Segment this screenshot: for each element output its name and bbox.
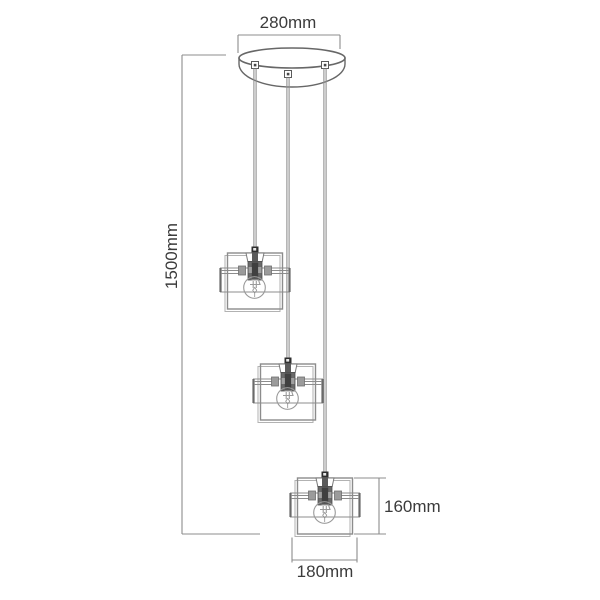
dimension-label-canopy-width: 280mm xyxy=(260,13,317,32)
pendant-shade-top xyxy=(219,245,291,313)
canopy-grip-right-dot xyxy=(323,63,327,67)
ceiling-canopy xyxy=(238,47,346,88)
canopy-grip-center-dot xyxy=(286,72,290,76)
canopy-bottom-rim xyxy=(238,63,346,88)
dimension-shade-width: 180mm xyxy=(291,537,358,581)
dimension-label-shade-width: 180mm xyxy=(297,562,354,581)
pendant-cord-left xyxy=(253,68,257,247)
pendant-cord-center xyxy=(286,77,290,358)
pendant-cord-right xyxy=(323,68,327,472)
dimension-shade-height: 160mm xyxy=(354,477,441,535)
pendant-shade-middle xyxy=(252,356,324,424)
dimension-label-shade-height: 160mm xyxy=(384,497,441,516)
pendant-shade-bottom xyxy=(289,470,361,538)
dimension-canopy-width: 280mm xyxy=(237,13,341,53)
dimension-overall-drop: 1500mm xyxy=(162,54,260,535)
canopy-top-plate xyxy=(238,47,346,69)
dimension-label-overall-drop: 1500mm xyxy=(162,223,181,289)
canopy-grip-left-dot xyxy=(253,63,257,67)
